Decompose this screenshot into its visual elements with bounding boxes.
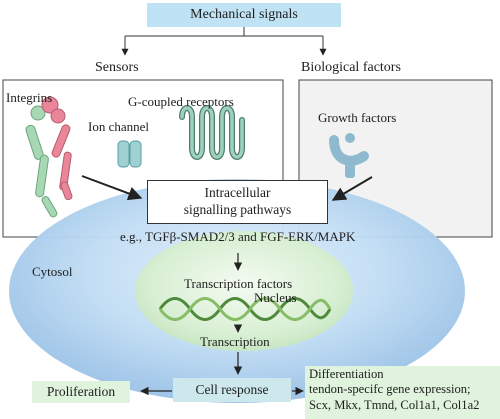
sensors-heading: Sensors	[95, 60, 139, 75]
signal-arrows	[81, 175, 373, 201]
dna-helix	[158, 297, 332, 321]
growth-factors-label: Growth factors	[318, 110, 397, 125]
growth-factor-receptor-icon	[329, 133, 369, 178]
differentiation-genes: Scx, Mkx, Tmnd, Col1a1, Col1a2	[309, 397, 480, 412]
differentiation-title: Differentiation	[309, 367, 384, 381]
proliferation-label: Proliferation	[46, 384, 116, 399]
ion-channel-label: Ion channel	[88, 119, 150, 134]
integrin-receptor-icon	[25, 96, 73, 218]
intracellular-line2: signalling pathways	[183, 202, 292, 217]
gpcr-label: G-coupled receptors	[128, 94, 234, 109]
intracellular-line1: Intracellular	[204, 185, 271, 201]
differentiation-line2: tendon-specifc gene expression;	[309, 382, 471, 397]
flow-arrows	[140, 253, 304, 396]
pathway-example: e.g., TGFβ-SMAD2/3 and FGF-ERK/MAPK	[120, 229, 356, 244]
g-coupled-receptor-icon	[179, 105, 245, 160]
transcription-factors-label: Transcription factors	[184, 276, 293, 291]
cell-response-label: Cell response	[195, 382, 269, 397]
title-text: Mechanical signals	[190, 7, 298, 22]
integrins-label: Integrins	[6, 90, 53, 105]
nucleus-label: Nucleus	[254, 290, 297, 305]
cell-response-box: Cell response	[173, 378, 291, 402]
transcription-label: Transcription	[200, 334, 270, 349]
nucleus-shape	[135, 231, 353, 351]
top-connectors	[121, 27, 327, 56]
ion-channel-icon	[117, 140, 142, 168]
proliferation-box: Proliferation	[32, 381, 130, 403]
cytosol-label: Cytosol	[32, 264, 73, 279]
mechanical-signals-title: Mechanical signals	[147, 3, 341, 27]
differentiation-box: Differentiation tendon-specifc gene expr…	[305, 366, 500, 419]
intracellular-pathways-box: Intracellular signalling pathways	[147, 180, 328, 224]
biological-factors-heading: Biological factors	[301, 60, 401, 75]
